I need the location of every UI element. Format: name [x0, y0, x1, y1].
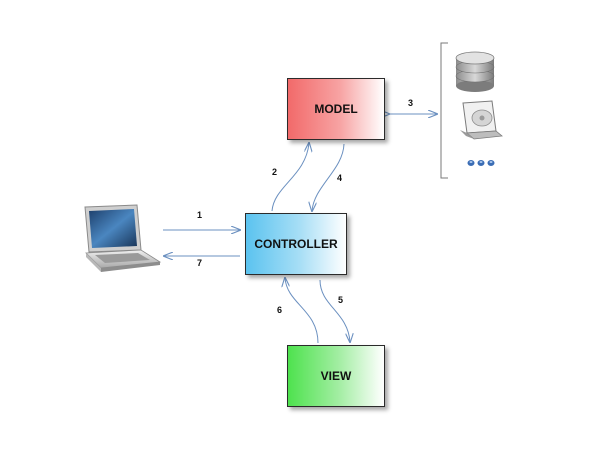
- storage-bracket: [440, 42, 448, 179]
- model-box: MODEL: [287, 78, 385, 140]
- step-label-2: 2: [272, 167, 278, 177]
- step-label-3: 3: [408, 98, 414, 108]
- arrow-5-controller-to-view: [319, 279, 350, 342]
- step-label-7: 7: [197, 258, 203, 268]
- arrow-4-model-to-controller: [312, 143, 345, 211]
- database-icon: [455, 51, 495, 92]
- step-label-5: 5: [338, 295, 344, 305]
- view-box: VIEW: [287, 345, 385, 407]
- step-label-6: 6: [277, 305, 283, 315]
- controller-label: CONTROLLER: [254, 237, 338, 251]
- laptop-icon: [84, 204, 162, 272]
- view-label: VIEW: [320, 369, 352, 383]
- step-label-1: 1: [197, 210, 203, 220]
- ellipsis-dots-icon: [467, 160, 495, 166]
- model-label: MODEL: [314, 102, 358, 116]
- hard-drive-icon: [460, 100, 503, 140]
- arrow-2-controller-to-model: [271, 143, 309, 212]
- step-label-4: 4: [337, 173, 343, 183]
- controller-box: CONTROLLER: [245, 213, 347, 275]
- arrow-6-view-to-controller: [285, 278, 319, 344]
